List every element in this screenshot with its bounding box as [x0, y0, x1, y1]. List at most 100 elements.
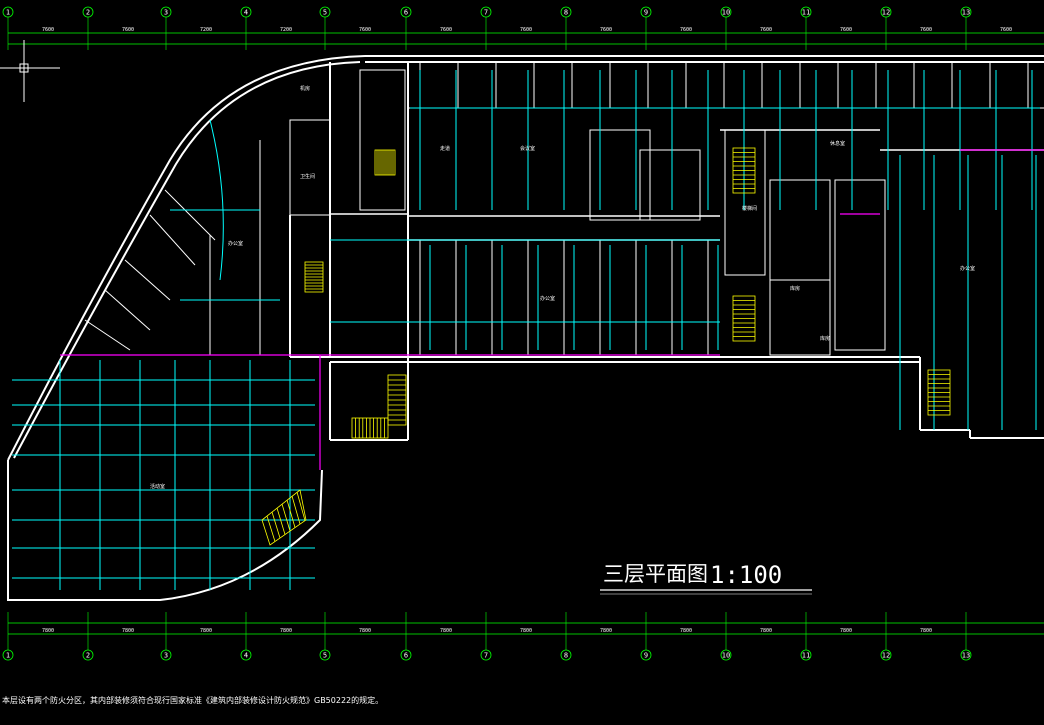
stair-tread: [276, 507, 286, 535]
room-outline: [289, 119, 331, 216]
design-note: 本层设有两个防火分区，其内部装修须符合现行国家标准《建筑内部装修设计防火规范》G…: [2, 695, 383, 705]
grid-axis-label: 13: [962, 9, 970, 17]
room-label: 办公室: [228, 240, 243, 247]
dimension-label: 7200: [200, 27, 212, 33]
partition-wall: [164, 189, 216, 241]
dimension-label: 7800: [520, 628, 532, 634]
dimension-label: 7800: [680, 628, 692, 634]
building-walls: [7, 55, 1044, 601]
grid-axis-label: 8: [564, 652, 568, 660]
stair-tread: [296, 491, 306, 521]
room-label: 库房: [820, 335, 830, 342]
stair-tread: [286, 499, 296, 528]
corridor-walls: [330, 129, 1044, 241]
stair-tread: [271, 511, 281, 539]
dimension-label: 7600: [760, 27, 772, 33]
dimension-label: 7600: [840, 27, 852, 33]
pipe-branch: [209, 119, 224, 281]
grid-axis-label: 2: [86, 652, 90, 660]
dimension-label: 7200: [280, 27, 292, 33]
grid-axis-label: 13: [962, 652, 970, 660]
grid-axis-label: 2: [86, 9, 90, 17]
room-labels: 办公室卫生间走道会议室楼梯间库房活动室机房休息室办公室库房办公室: [150, 85, 975, 490]
stair-tread: [291, 495, 301, 525]
grid-axis-label: 4: [244, 9, 248, 17]
room-label: 会议室: [520, 145, 535, 152]
partition-wall: [104, 289, 151, 331]
fire-zone-boundary: [60, 149, 1044, 470]
dimension-label: 7800: [600, 628, 612, 634]
grid-axis-label: 6: [404, 652, 408, 660]
room-label: 办公室: [960, 265, 975, 272]
grid-axis-label: 7: [484, 652, 488, 660]
grid-axis-label: 8: [564, 9, 568, 17]
grid-axis-label: 5: [323, 652, 327, 660]
dimension-label: 7600: [600, 27, 612, 33]
bottom-dimension-lines: [8, 622, 1044, 635]
room-label: 活动室: [150, 483, 165, 490]
bottom-dimension-labels: 7800 7800 7800 7800 7800 7800 7800 7800 7800 7800…: [42, 628, 932, 634]
dimension-label: 7600: [42, 27, 54, 33]
room-outline: [834, 179, 886, 351]
dimension-label: 7600: [680, 27, 692, 33]
room-outline: [359, 69, 406, 211]
grid-axis-label: 12: [882, 652, 890, 660]
drawing-title: 三层平面图: [603, 562, 708, 586]
grid-axis-label: 4: [244, 652, 248, 660]
room-label: 卫生间: [300, 173, 315, 180]
grid-axis-label: 3: [164, 9, 168, 17]
dimension-label: 7800: [359, 628, 371, 634]
dimension-label: 7800: [200, 628, 212, 634]
grid-axis-label: 12: [882, 9, 890, 17]
cad-crosshair: [0, 40, 60, 102]
room-label: 库房: [790, 285, 800, 292]
top-dimension-lines: [8, 32, 1044, 45]
partition-wall: [124, 259, 171, 301]
room-label: 休息室: [830, 140, 845, 147]
stairwells: [261, 147, 951, 546]
drawing-scale: 1:100: [710, 561, 782, 589]
dimension-label: 7600: [440, 27, 452, 33]
grid-axis-label: 11: [802, 9, 810, 17]
grid-axis-label: 6: [404, 9, 408, 17]
room-label: 机房: [300, 85, 310, 92]
room-label: 办公室: [540, 295, 555, 302]
grid-axis-label: 9: [644, 9, 648, 17]
title-block: 三层平面图 1:100: [600, 561, 812, 595]
room-outline: [639, 149, 701, 221]
grid-axis-label: 1: [6, 652, 10, 660]
stair-tread: [281, 503, 291, 532]
partition-wall: [149, 214, 196, 266]
room-outline: [724, 129, 766, 276]
grid-axis-label: 1: [6, 9, 10, 17]
grid-axis-label: 10: [722, 652, 730, 660]
dimension-label: 7600: [920, 27, 932, 33]
dimension-label: 7800: [42, 628, 54, 634]
dimension-label: 7800: [760, 628, 772, 634]
dimension-label: 7800: [280, 628, 292, 634]
dimension-label: 7800: [840, 628, 852, 634]
sprinkler-piping: [12, 70, 1040, 590]
dimension-label: 7600: [520, 27, 532, 33]
room-label: 楼梯间: [742, 205, 757, 212]
partition-wall: [84, 319, 131, 351]
grid-axis-label: 5: [323, 9, 327, 17]
grid-axis-label: 3: [164, 652, 168, 660]
stair-tread: [266, 515, 276, 542]
room-outline: [769, 179, 831, 281]
room-outline: [769, 279, 831, 356]
dimension-label: 7600: [1000, 27, 1012, 33]
dimension-label: 7800: [440, 628, 452, 634]
grid-axis-label: 10: [722, 9, 730, 17]
grid-axis-label: 11: [802, 652, 810, 660]
top-dimension-labels: 7600 7600 7200 7200 7600 7600 7600 7600 7600 7600…: [42, 27, 1012, 33]
stair-outline: [261, 489, 307, 546]
dimension-label: 7600: [359, 27, 371, 33]
room-label: 走道: [440, 145, 450, 152]
dimension-label: 7600: [122, 27, 134, 33]
dimension-label: 7800: [122, 628, 134, 634]
grid-axis-label: 9: [644, 652, 648, 660]
